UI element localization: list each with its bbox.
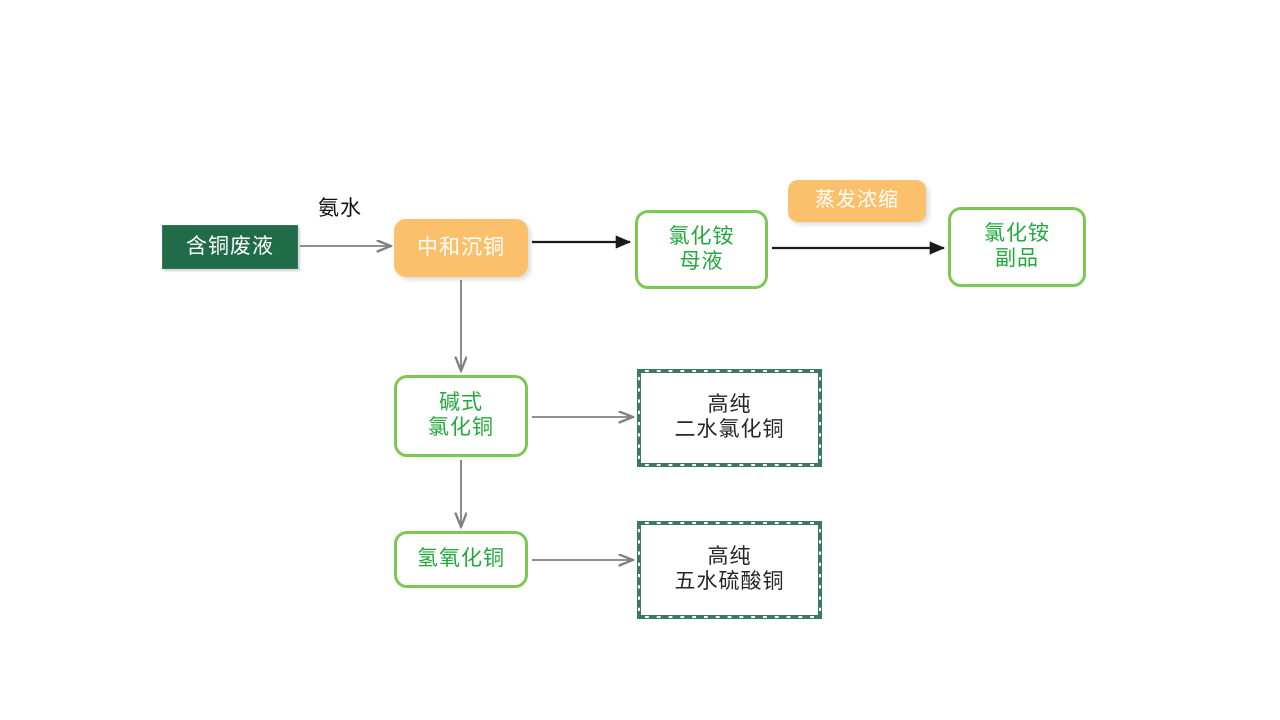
caption-label: 蒸发浓缩	[815, 189, 899, 212]
caption-evaporation-concentration[interactable]: 蒸发浓缩	[788, 180, 926, 222]
node-neutralization-copper-precipitation[interactable]: 中和沉铜	[394, 219, 528, 277]
node-label: 氯化铵 副品	[984, 222, 1050, 270]
node-label: 碱式 氯化铜	[428, 391, 494, 439]
node-label: 氯化铵 母液	[668, 224, 735, 273]
node-label: 含铜废液	[186, 234, 274, 258]
node-product-high-purity-copper-sulfate-pentahydrate[interactable]: 高纯 五水硫酸铜	[637, 521, 822, 619]
node-label: 中和沉铜	[417, 235, 505, 259]
edge-label-ammonia-water: 氨水	[318, 197, 362, 220]
node-ammonium-chloride-byproduct[interactable]: 氯化铵 副品	[948, 207, 1086, 287]
node-feed-copper-waste-liquid[interactable]: 含铜废液	[162, 225, 298, 269]
node-basic-copper-chloride[interactable]: 碱式 氯化铜	[394, 375, 528, 457]
node-ammonium-chloride-mother-liquor[interactable]: 氯化铵 母液	[635, 210, 768, 289]
node-product-high-purity-copper-chloride-dihydrate[interactable]: 高纯 二水氯化铜	[637, 369, 822, 467]
node-label: 高纯 五水硫酸铜	[674, 545, 785, 593]
node-label: 高纯 二水氯化铜	[674, 393, 785, 441]
node-label: 氢氧化铜	[417, 547, 505, 571]
node-copper-hydroxide[interactable]: 氢氧化铜	[394, 531, 528, 588]
